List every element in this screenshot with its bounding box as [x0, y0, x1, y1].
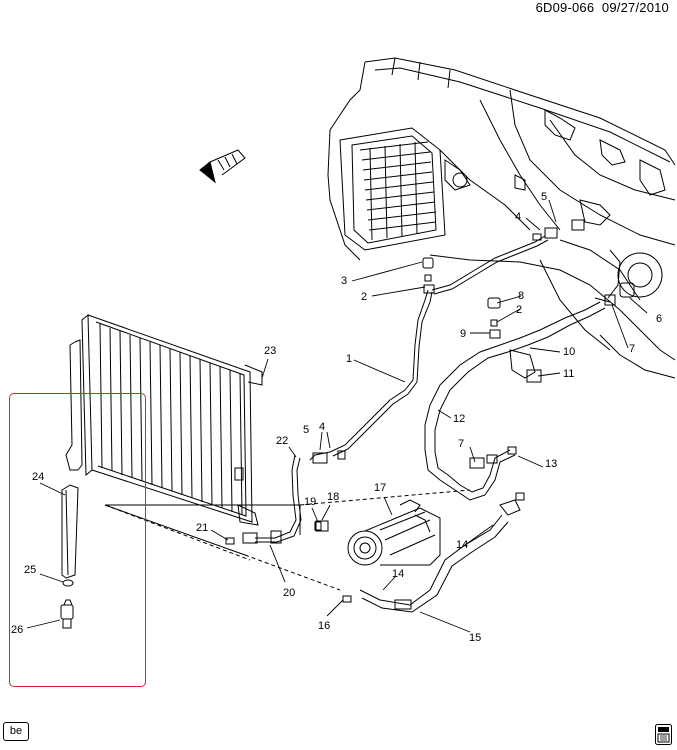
callout-16: 16 — [318, 620, 330, 632]
callout-leaders — [26, 199, 648, 633]
callout-7a: 7 — [629, 343, 635, 355]
receiver-dryer — [60, 484, 79, 629]
callout-1: 1 — [346, 353, 352, 365]
forward-arrow-icon — [199, 149, 246, 184]
callout-25: 25 — [24, 564, 36, 576]
callout-2b: 2 — [516, 304, 522, 316]
callout-4b: 4 — [319, 421, 325, 433]
callout-15: 15 — [469, 632, 481, 644]
callout-3: 3 — [341, 275, 347, 287]
ac-line-1 — [309, 235, 549, 461]
callout-5b: 5 — [303, 424, 309, 436]
callout-8: 8 — [518, 290, 524, 302]
callout-14a: 14 — [392, 568, 404, 580]
dash-panel-body — [327, 57, 676, 379]
badge-be: be — [3, 722, 29, 741]
callout-12: 12 — [453, 413, 465, 425]
manual-book-icon — [655, 724, 672, 745]
diagram-date: 09/27/2010 — [601, 0, 669, 15]
callout-4a: 4 — [515, 211, 521, 223]
diagram-header: 6D09-066 09/27/2010 — [536, 0, 669, 15]
evaporator-core — [339, 127, 446, 251]
callout-11: 11 — [563, 368, 574, 380]
callout-26: 26 — [11, 624, 23, 636]
callout-20: 20 — [283, 587, 295, 599]
condenser — [65, 313, 301, 556]
compressor — [347, 499, 441, 566]
ac-hose-15 — [359, 499, 521, 613]
callout-19: 19 — [304, 496, 316, 508]
dashed-leaders — [104, 489, 471, 591]
callout-2a: 2 — [361, 291, 367, 303]
callout-18: 18 — [327, 491, 339, 503]
diagram-code: 6D09-066 — [535, 0, 595, 15]
callout-5a: 5 — [541, 191, 547, 203]
ac-line-20 — [242, 454, 302, 544]
callout-6: 6 — [656, 313, 662, 325]
selection-highlight-box — [9, 393, 146, 687]
callout-7b: 7 — [458, 438, 464, 450]
callout-9: 9 — [460, 328, 466, 340]
callout-23: 23 — [264, 345, 276, 357]
callout-14b: 14 — [456, 539, 468, 551]
callout-13: 13 — [545, 458, 557, 470]
ac-hose-12 — [424, 301, 606, 501]
callout-numbers: 1 2 2 3 4 4 5 5 6 7 7 8 9 10 11 12 13 14… — [11, 191, 662, 644]
callout-24: 24 — [32, 471, 44, 483]
callout-21: 21 — [196, 522, 208, 534]
callout-17: 17 — [374, 482, 386, 494]
callout-10: 10 — [563, 346, 575, 358]
line-fittings — [225, 219, 635, 603]
callout-22: 22 — [276, 435, 288, 447]
